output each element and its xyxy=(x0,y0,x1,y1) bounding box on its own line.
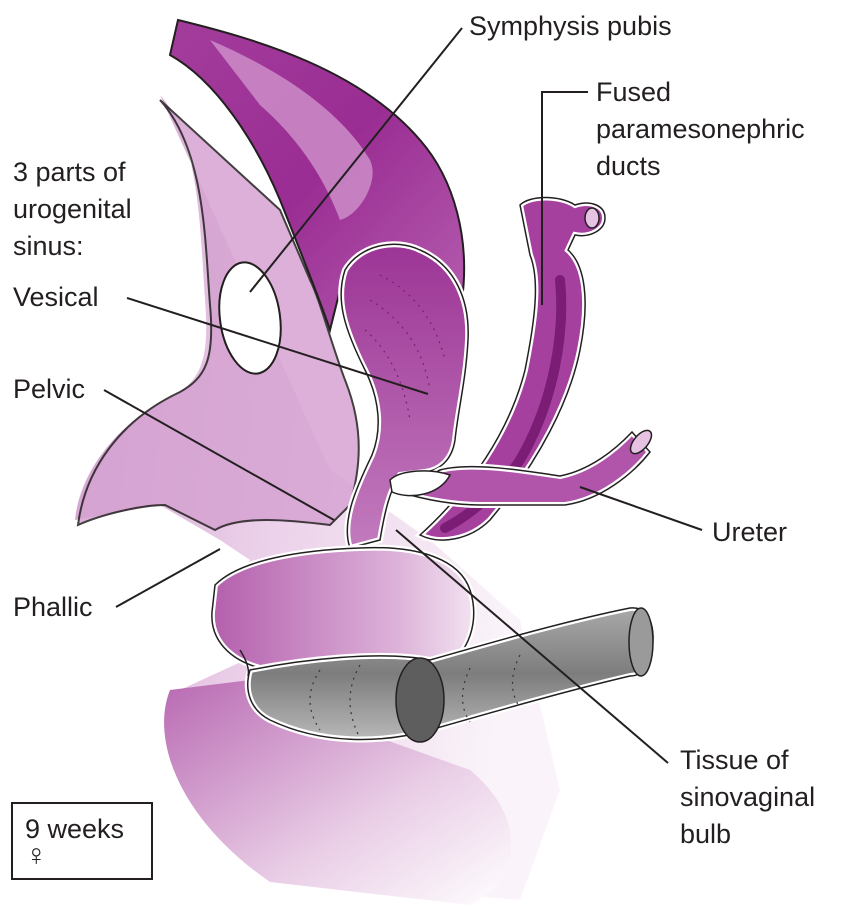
rectum-cut-end xyxy=(629,608,653,676)
label-vesical: Vesical xyxy=(13,279,99,316)
leader-phallic xyxy=(116,549,220,607)
label-urogenital-sinus-parts: 3 parts of urogenital sinus: xyxy=(13,154,132,265)
label-symphysis-pubis: Symphysis pubis xyxy=(469,8,672,45)
leader-ureter xyxy=(580,487,702,530)
rectum-opening xyxy=(396,658,444,742)
label-phallic: Phallic xyxy=(13,589,93,626)
label-pelvic: Pelvic xyxy=(13,371,85,408)
age-stage-box: 9 weeks ♀ xyxy=(11,802,153,880)
label-sinovaginal-bulb: Tissue of sinovaginal bulb xyxy=(680,742,815,853)
label-fused-paramesonephric-ducts: Fused paramesonephric ducts xyxy=(596,74,805,185)
female-symbol: ♀ xyxy=(25,837,48,874)
duct-opening xyxy=(585,208,599,228)
label-ureter: Ureter xyxy=(712,514,787,551)
